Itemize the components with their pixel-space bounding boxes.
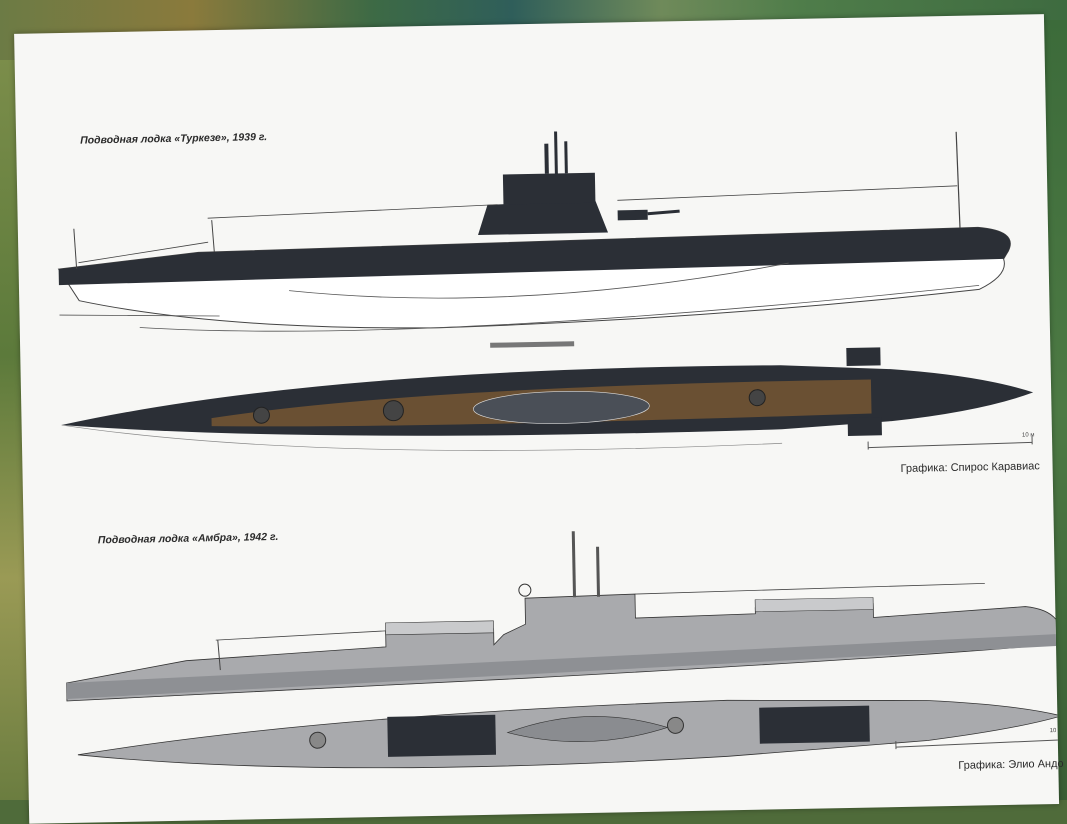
ambra-top-view <box>77 694 1059 774</box>
ambra-side-profile <box>64 522 1059 701</box>
printed-page: Подводная лодка «Туркезе», 1939 г. Подво… <box>14 14 1059 824</box>
scale-label-1: 10 м <box>1022 432 1035 438</box>
scale-label-2: 10 м <box>1050 728 1059 734</box>
turkese-top-view <box>60 344 1034 465</box>
submarine-drawings: 10 м 10 м <box>14 14 1059 824</box>
turkese-side-profile <box>56 123 1012 356</box>
